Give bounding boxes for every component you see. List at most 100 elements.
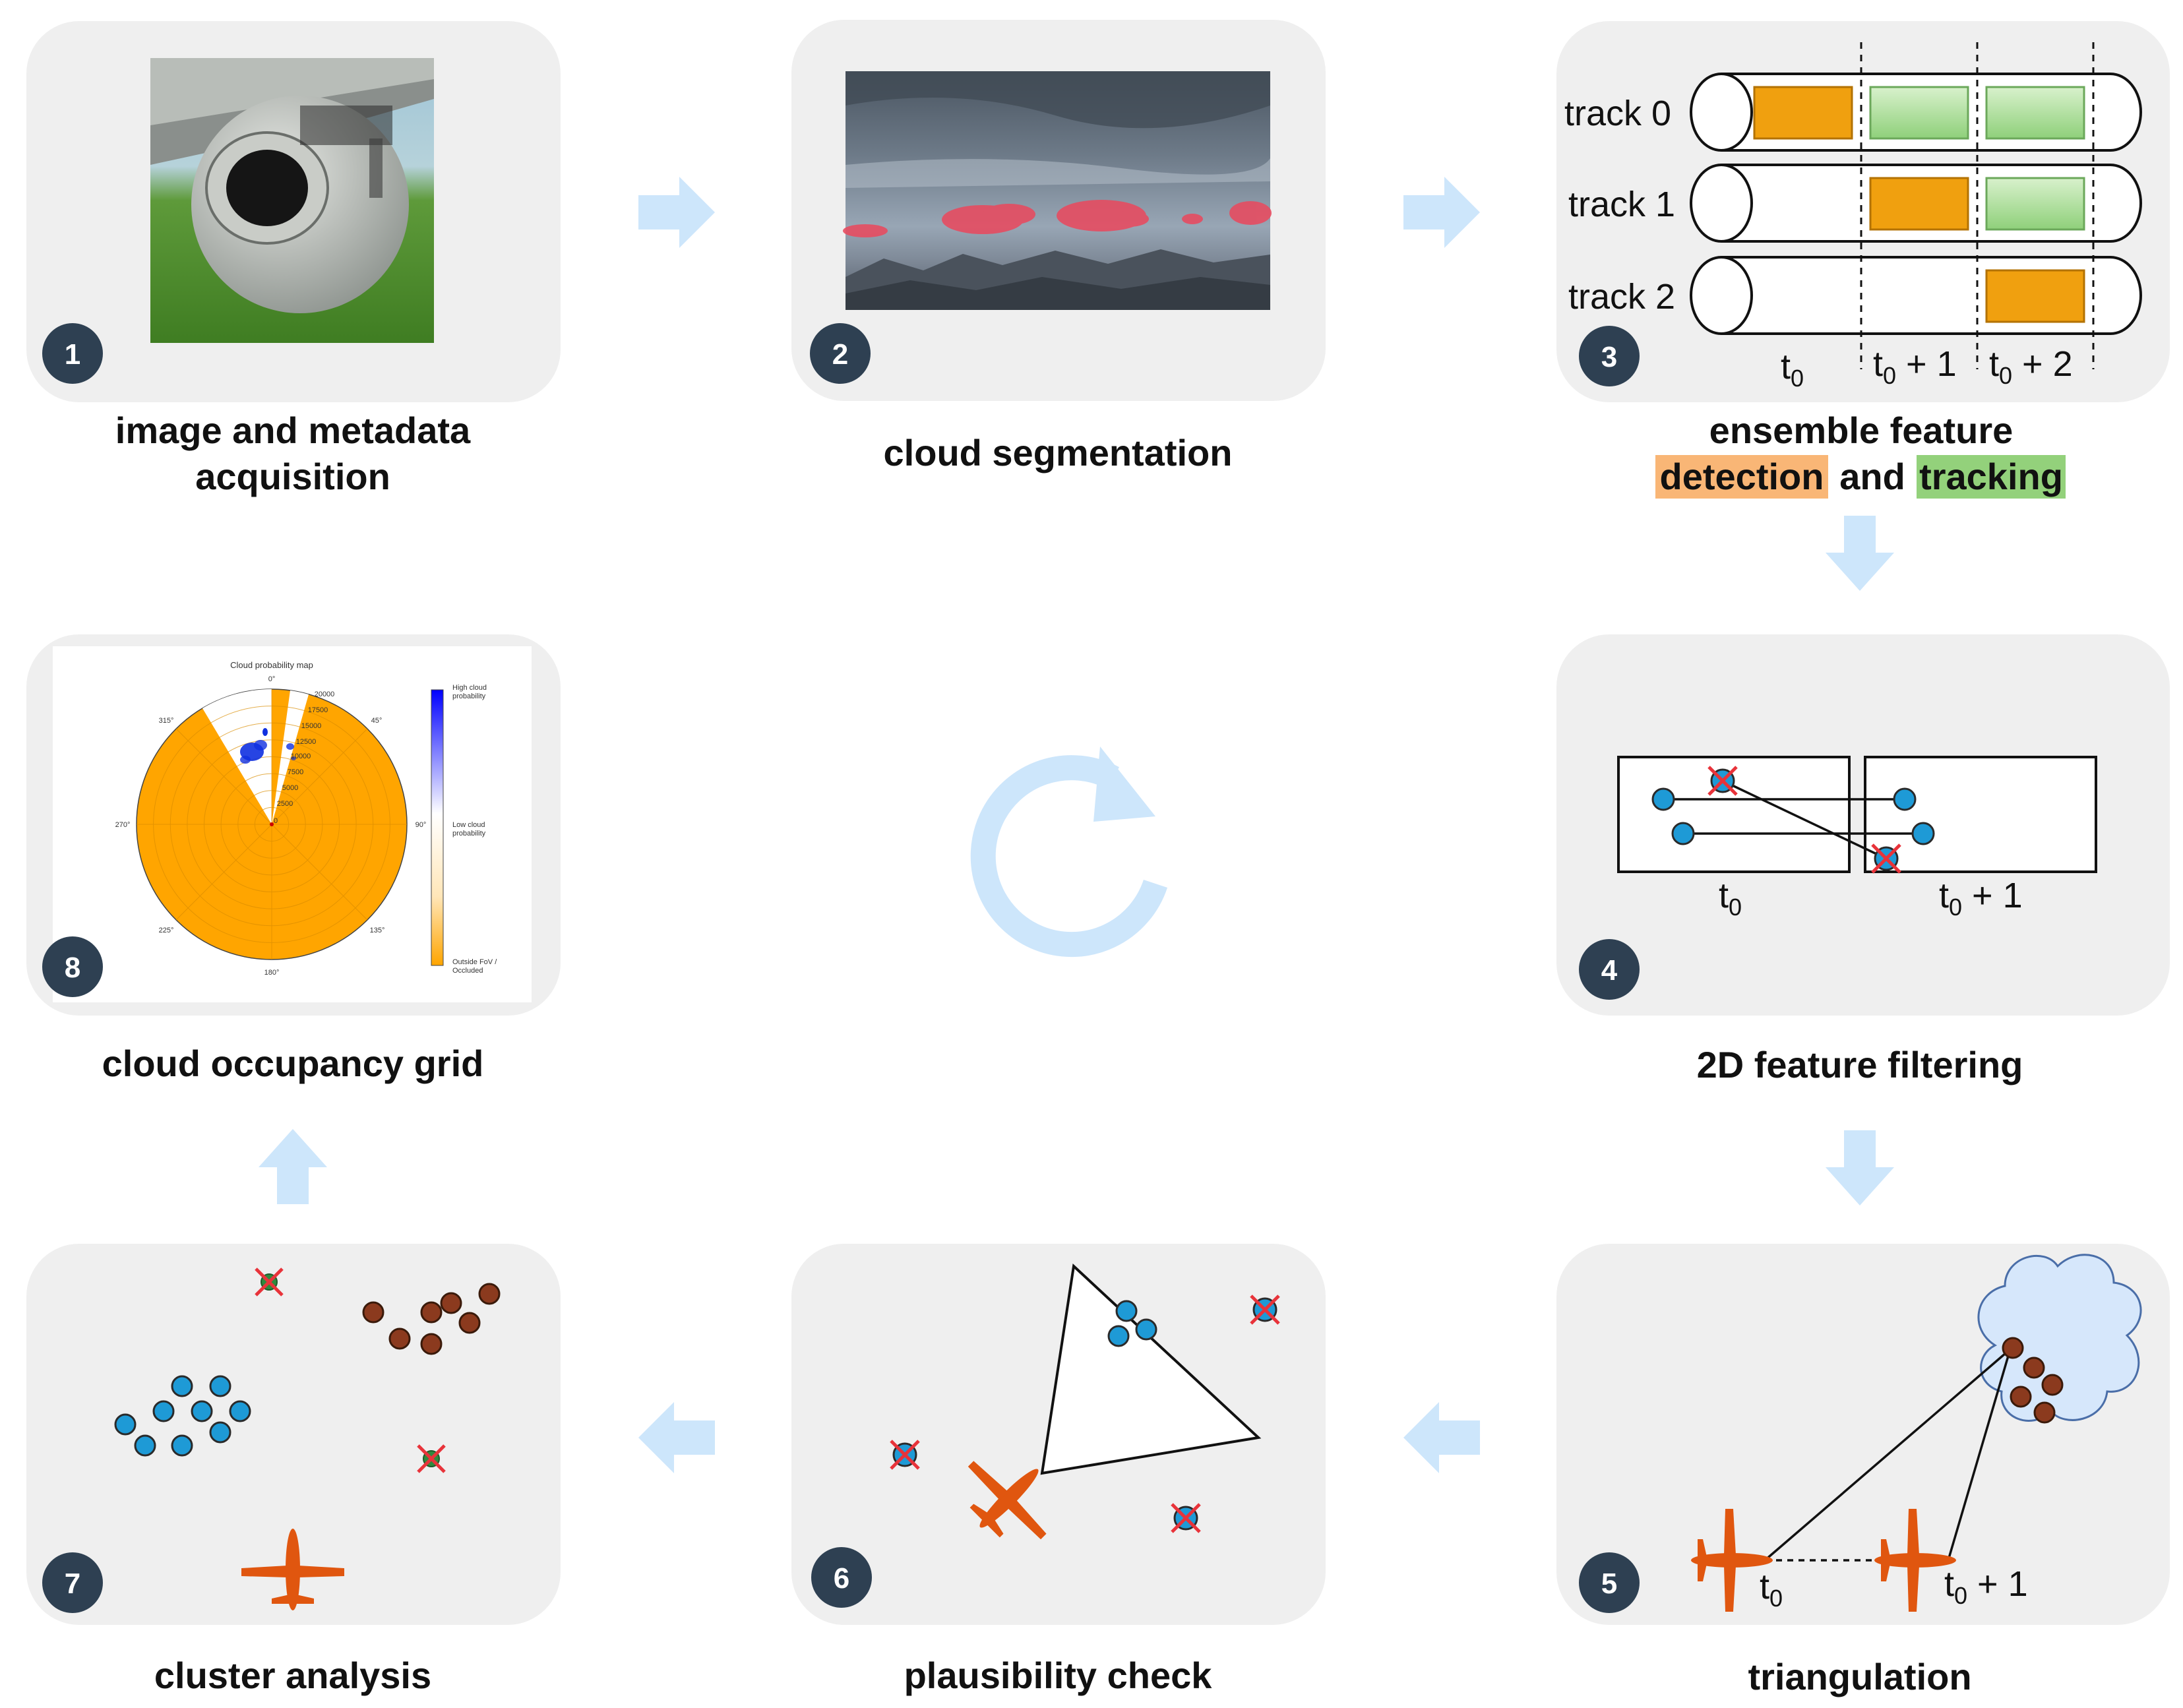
arrow-up-icon bbox=[259, 1129, 327, 1204]
time-label-t0-plus-2: t0 + 2 bbox=[1989, 344, 2073, 389]
svg-text:0°: 0° bbox=[268, 675, 276, 683]
outlier-icon bbox=[255, 1267, 284, 1296]
svg-text:45°: 45° bbox=[371, 717, 383, 725]
track-label: track 0 bbox=[1564, 94, 1671, 133]
svg-text:270°: 270° bbox=[115, 821, 131, 829]
rejected-point-icon bbox=[891, 1441, 919, 1469]
svg-text:2: 2 bbox=[832, 338, 848, 371]
rejected-feature-icon bbox=[1872, 845, 1900, 872]
tracking-box bbox=[1985, 177, 2085, 231]
caption-step-1: image and metadata bbox=[115, 410, 471, 451]
arrow-down-icon bbox=[1826, 516, 1894, 591]
caption-step-7: cluster analysis bbox=[154, 1655, 431, 1696]
frame-t0 bbox=[1617, 756, 1851, 873]
tracking-highlight bbox=[1917, 455, 2066, 499]
time-dividers bbox=[1860, 42, 2095, 369]
caption-step-8: cloud occupancy grid bbox=[102, 1043, 484, 1084]
svg-text:tracking: tracking bbox=[1919, 456, 2063, 497]
match-lines bbox=[1663, 779, 1923, 860]
step-badge-3: 3 bbox=[1579, 326, 1640, 386]
cluster-diagram bbox=[114, 1267, 501, 1610]
cloud-mask-red bbox=[843, 200, 1272, 237]
svg-text:15000: 15000 bbox=[301, 722, 322, 730]
svg-text:90°: 90° bbox=[415, 821, 427, 829]
step-badge-4: 4 bbox=[1579, 939, 1640, 1000]
svg-text:ensemble feature: ensemble feature bbox=[1709, 410, 2014, 451]
detection-highlight bbox=[1655, 455, 1828, 499]
svg-text:Outside FoV /: Outside FoV / bbox=[452, 958, 497, 966]
refresh-cycle-icon bbox=[970, 747, 1168, 958]
svg-text:6: 6 bbox=[834, 1562, 849, 1595]
svg-text:3: 3 bbox=[1601, 341, 1617, 373]
flow-arrows bbox=[259, 177, 1894, 1473]
feature-filtering-diagram: t0 t0 + 1 bbox=[1617, 756, 2097, 921]
detection-box bbox=[1753, 86, 1853, 140]
plausible-points bbox=[1107, 1300, 1157, 1347]
colorbar-labels: High cloud probability Low cloud probabi… bbox=[452, 684, 497, 975]
segmentation-photo bbox=[843, 71, 1272, 310]
view-frustum bbox=[1040, 1263, 1262, 1475]
frame-t0-plus-1 bbox=[1864, 756, 2097, 873]
svg-text:8: 8 bbox=[65, 952, 80, 984]
step-badge-2: 2 bbox=[810, 323, 871, 384]
arrow-left-icon bbox=[1403, 1402, 1480, 1473]
svg-text:10000: 10000 bbox=[291, 752, 311, 760]
colorbar bbox=[431, 689, 444, 966]
triangulation-rays bbox=[1764, 1348, 2012, 1562]
svg-text:High cloud: High cloud bbox=[452, 684, 487, 692]
arrow-down-icon bbox=[1826, 1130, 1894, 1205]
svg-text:Low cloud: Low cloud bbox=[452, 821, 485, 829]
rejected-feature-icon bbox=[1709, 767, 1737, 795]
caption-step-1: acquisition bbox=[195, 456, 390, 497]
step-badge-6: 6 bbox=[811, 1547, 872, 1608]
rejected-point-icon bbox=[1251, 1296, 1279, 1324]
caption-step-4: 2D feature filtering bbox=[1697, 1044, 2023, 1085]
svg-text:180°: 180° bbox=[264, 969, 280, 977]
caption-step-2: cloud segmentation bbox=[884, 432, 1233, 473]
step-badge-8: 8 bbox=[42, 936, 103, 997]
arrow-left-icon bbox=[638, 1402, 715, 1473]
arrow-right-icon bbox=[638, 177, 715, 248]
svg-text:5: 5 bbox=[1601, 1568, 1617, 1600]
triangulation-diagram: t0 t0 + 1 bbox=[1691, 1254, 2142, 1612]
cloud-shape bbox=[1977, 1254, 2142, 1422]
triangulated-points bbox=[2002, 1337, 2064, 1424]
time-label-t0: t0 bbox=[1719, 876, 1742, 921]
step-badge-7: 7 bbox=[42, 1552, 103, 1613]
svg-text:5000: 5000 bbox=[282, 784, 298, 792]
cloud-probability-points bbox=[240, 728, 296, 764]
angle-labels: 0° 45° 90° 135° 180° 225° 270° 315° bbox=[115, 675, 427, 977]
tracks-diagram: track 0 track 1 track 2 t0 t0 + 1 t0 + 2 bbox=[1564, 42, 2142, 392]
time-label-t0-plus-1: t0 + 1 bbox=[1873, 344, 1957, 389]
time-label-t0-plus-1: t0 + 1 bbox=[1939, 876, 2023, 921]
svg-text:detection: detection bbox=[1660, 456, 1824, 497]
svg-text:135°: 135° bbox=[370, 927, 385, 934]
fov-gap-right bbox=[272, 690, 309, 824]
plausibility-diagram bbox=[891, 1263, 1279, 1564]
track-label: track 1 bbox=[1568, 185, 1675, 224]
svg-text:7: 7 bbox=[65, 1568, 80, 1600]
step-badge-1: 1 bbox=[42, 323, 103, 384]
time-label-t0-plus-1: t0 + 1 bbox=[1944, 1564, 2028, 1609]
rejected-point-icon bbox=[1172, 1504, 1200, 1532]
caption-step-6: plausibility check bbox=[904, 1655, 1213, 1696]
svg-text:315°: 315° bbox=[159, 717, 174, 725]
track-label: track 2 bbox=[1568, 277, 1675, 317]
cluster-blue bbox=[114, 1375, 251, 1457]
map-title: Cloud probability map bbox=[230, 660, 313, 670]
step-badge-5: 5 bbox=[1579, 1552, 1640, 1613]
camera-pod-photo bbox=[150, 58, 434, 343]
detection-box bbox=[1869, 177, 1969, 231]
cloud-probability-map: Cloud probability map 0° bbox=[53, 646, 532, 1002]
svg-text:225°: 225° bbox=[159, 927, 174, 934]
detection-box bbox=[1985, 269, 2085, 323]
svg-text:1: 1 bbox=[65, 338, 80, 371]
time-label-t0: t0 bbox=[1760, 1567, 1783, 1612]
svg-text:Occluded: Occluded bbox=[452, 967, 483, 975]
arrow-right-icon bbox=[1403, 177, 1480, 248]
tracking-box bbox=[1869, 86, 1969, 140]
svg-text:and: and bbox=[1839, 456, 1905, 497]
cluster-brown bbox=[362, 1283, 501, 1355]
caption-step-5: triangulation bbox=[1748, 1656, 1971, 1697]
